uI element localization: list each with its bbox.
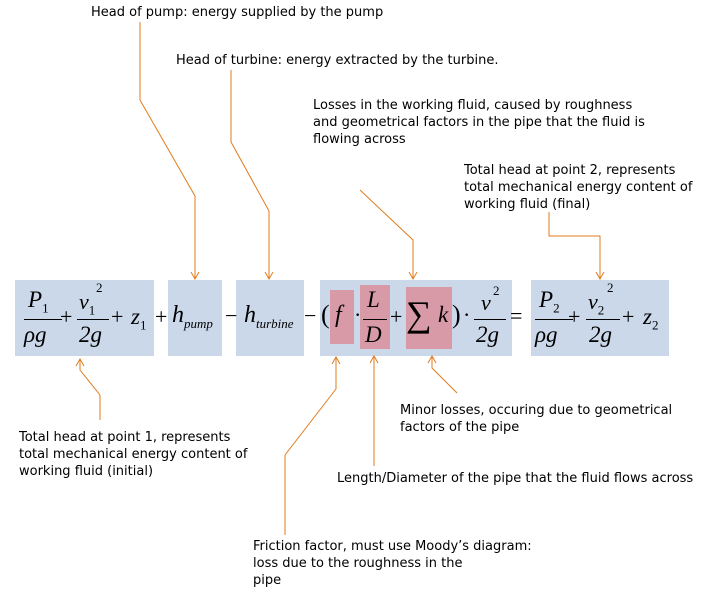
eq-plus-5: + bbox=[568, 304, 581, 329]
length-diameter-annotation: Length/Diameter of the pipe that the flu… bbox=[337, 471, 694, 486]
turbine-head-box bbox=[236, 280, 304, 356]
eq-rho-g-2: ρg bbox=[535, 322, 558, 347]
eq-equals: = bbox=[510, 303, 523, 328]
eq-L-D-fraction-bar bbox=[363, 319, 387, 320]
eq-v-square: 2 bbox=[493, 283, 500, 298]
eq-dot-2: · bbox=[463, 302, 471, 327]
eq-v2g-fraction-bar bbox=[474, 319, 506, 320]
eq-f: f bbox=[335, 302, 342, 328]
point2-annotation: Total head at point 2, represents total … bbox=[464, 163, 693, 212]
eq-P1-fraction-bar bbox=[24, 319, 62, 320]
point2-leader-line bbox=[548, 212, 601, 278]
friction-factor-box bbox=[330, 290, 354, 344]
friction-annotation: Friction factor, must use Moody’s diagra… bbox=[253, 539, 532, 588]
eq-v1-square: 2 bbox=[96, 280, 103, 295]
length-diameter-arrowhead bbox=[369, 354, 379, 364]
eq-h-pump: hpump bbox=[172, 302, 213, 331]
eq-plus-1: + bbox=[60, 304, 73, 329]
minor-losses-box bbox=[406, 287, 452, 349]
pump-arrowhead bbox=[190, 271, 200, 281]
point1-arrowhead bbox=[75, 357, 85, 367]
pump-head-box bbox=[168, 280, 222, 356]
eq-P2-fraction-bar bbox=[535, 319, 573, 320]
friction-leader-line bbox=[284, 358, 337, 535]
length-diameter-box bbox=[360, 285, 390, 349]
eq-minus-1: − bbox=[225, 303, 238, 328]
eq-minus-2: − bbox=[304, 303, 317, 328]
eq-v1: v1 bbox=[79, 289, 96, 318]
losses-arrowhead bbox=[408, 271, 418, 281]
minor-losses-arrowhead bbox=[427, 354, 437, 364]
eq-D: D bbox=[365, 322, 382, 347]
point1-leader-line bbox=[79, 360, 101, 420]
eq-z2: z2 bbox=[643, 304, 659, 333]
eq-z1: z1 bbox=[131, 304, 147, 333]
eq-k: k bbox=[438, 302, 449, 327]
friction-arrowhead bbox=[331, 355, 341, 365]
eq-v2: v2 bbox=[588, 289, 605, 318]
eq-open-paren: ( bbox=[321, 300, 330, 329]
eq-rho-g-1: ρg bbox=[24, 322, 47, 347]
eq-v1-fraction-bar bbox=[77, 319, 109, 320]
eq-v2-square: 2 bbox=[607, 280, 614, 295]
eq-plus-3: + bbox=[155, 304, 168, 329]
point2-arrowhead bbox=[595, 271, 605, 281]
turbine-leader-line bbox=[230, 70, 270, 278]
eq-2g-2: 2g bbox=[476, 322, 499, 347]
eq-2g-1: 2g bbox=[79, 322, 102, 347]
pump-leader-line bbox=[139, 22, 196, 278]
eq-summation: ∑ bbox=[406, 294, 432, 334]
losses-annotation: Losses in the working fluid, caused by r… bbox=[313, 98, 645, 147]
eq-P1: P1 bbox=[28, 287, 49, 316]
pump-annotation: Head of pump: energy supplied by the pum… bbox=[91, 5, 384, 20]
eq-v2-fraction-bar bbox=[586, 319, 620, 320]
turbine-arrowhead bbox=[264, 271, 274, 281]
eq-v: v bbox=[481, 290, 491, 315]
eq-close-paren: ) bbox=[452, 300, 461, 329]
point1-head-box bbox=[15, 280, 154, 356]
eq-h-turbine: hturbine bbox=[244, 302, 294, 331]
point1-annotation: Total head at point 1, represents total … bbox=[19, 430, 248, 479]
eq-L: L bbox=[367, 287, 380, 312]
eq-P2: P2 bbox=[539, 287, 560, 316]
losses-leader-line bbox=[359, 189, 414, 278]
turbine-annotation: Head of turbine: energy extracted by the… bbox=[176, 53, 499, 68]
eq-plus-2: + bbox=[111, 304, 124, 329]
eq-dot-1: · bbox=[354, 302, 362, 327]
minor-losses-annotation: Minor losses, occuring due to geometrica… bbox=[400, 403, 673, 435]
eq-plus-4: + bbox=[390, 304, 403, 329]
minor-losses-leader-line bbox=[431, 357, 458, 394]
eq-2g-3: 2g bbox=[589, 322, 612, 347]
eq-plus-6: + bbox=[622, 304, 635, 329]
point2-head-box bbox=[531, 280, 669, 356]
